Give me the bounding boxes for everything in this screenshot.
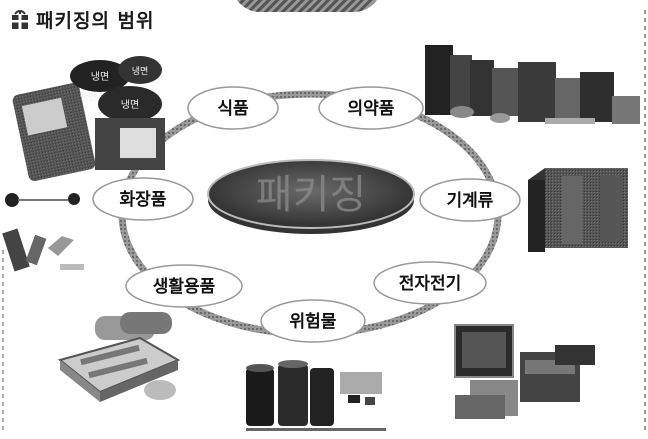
package-icon	[12, 9, 28, 30]
node-machinery: 기계류	[419, 178, 521, 222]
pharma-bottles-icon	[425, 45, 640, 124]
node-cosmetics: 화장품	[92, 177, 194, 221]
node-household-label: 생활용품	[153, 276, 216, 297]
food-photo-label-1: 냉면	[91, 71, 109, 83]
header: 패키징의 범위	[10, 6, 155, 33]
node-hazardous-label: 위험물	[290, 311, 337, 332]
drums-icon	[246, 360, 386, 431]
node-household: 생활용품	[125, 264, 243, 308]
top-tab-decoration	[232, 0, 382, 12]
left-border	[2, 250, 4, 430]
center-plate: 패키징	[207, 159, 415, 234]
node-hazardous: 위험물	[260, 299, 366, 343]
food-photo-label-3: 냉면	[121, 99, 139, 111]
node-electronics-label: 전자전기	[399, 274, 462, 294]
node-pharma: 의약품	[318, 86, 424, 130]
node-food: 식품	[187, 86, 279, 130]
node-food-label: 식품	[217, 99, 249, 119]
food-photo-label-2: 냉면	[132, 66, 149, 77]
computer-icon	[454, 324, 595, 419]
node-electronics: 전자전기	[373, 261, 487, 305]
node-pharma-label: 의약품	[348, 98, 395, 119]
food-packages-icon: 냉면 냉면 냉면 냉면	[12, 56, 165, 181]
towels-box-icon	[57, 312, 181, 402]
cosmetics-icon	[2, 193, 84, 272]
food-photo-label-4: 냉면	[80, 92, 97, 103]
machine-crate-icon	[528, 168, 628, 252]
right-border	[644, 10, 646, 430]
node-cosmetics-label: 화장품	[120, 190, 167, 210]
page-title: 패키징의 범위	[36, 10, 155, 32]
center-label: 패키징	[256, 172, 366, 218]
node-machinery-label: 기계류	[447, 191, 494, 211]
